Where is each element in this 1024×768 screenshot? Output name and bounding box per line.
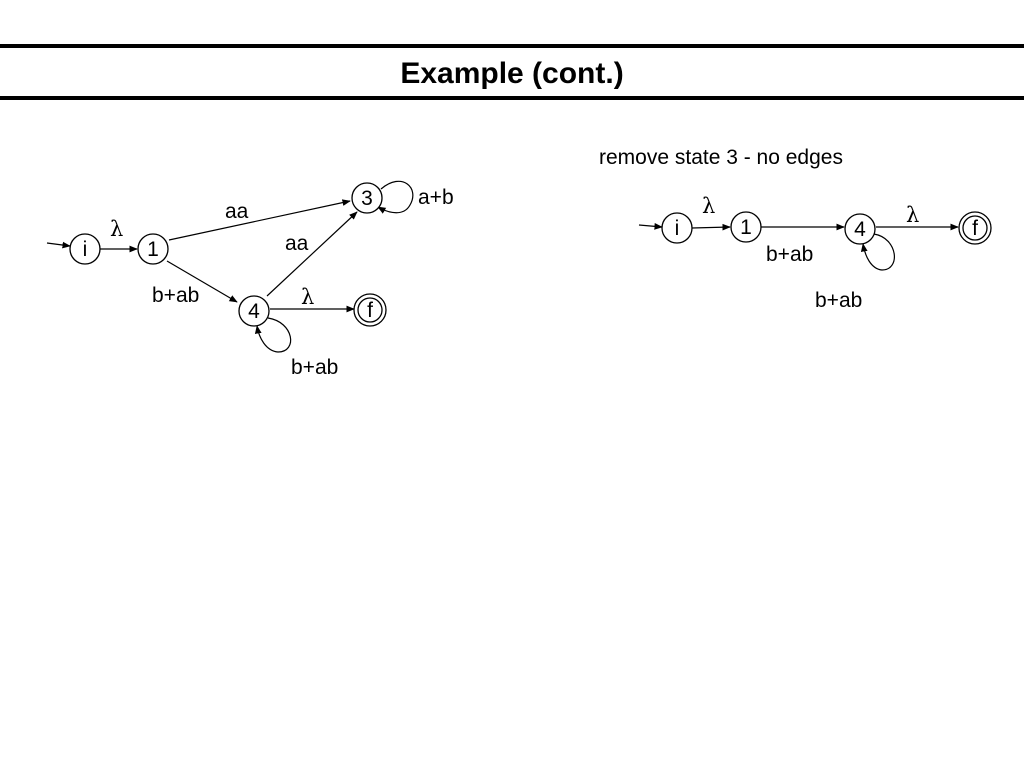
label-1-3: aa [225, 200, 249, 223]
state-4-label: 4 [248, 300, 260, 323]
label-i-1: λ [110, 217, 123, 241]
page-title: Example (cont.) [400, 57, 624, 90]
edge-1-3 [168, 199, 351, 241]
state-f-label: f [972, 217, 978, 240]
state-3 [351, 182, 383, 214]
edge-1-4 [166, 260, 238, 303]
state-i [661, 212, 693, 244]
state-i-label: i [83, 238, 88, 261]
note-text: remove state 3 - no edges [599, 146, 843, 169]
label-3-3: a+b [418, 186, 454, 209]
start-arrow [638, 222, 663, 230]
state-4-label: 4 [854, 218, 866, 241]
label-1-4: b+ab [152, 284, 199, 307]
diagram-left: i 1 3 4 f λ aa b+ab aa a+b b+ab λ [46, 180, 454, 379]
label-i-1: λ [702, 194, 715, 218]
top-rule [0, 44, 1024, 48]
state-f-label: f [367, 299, 373, 322]
loop-4 [254, 317, 292, 353]
state-3-label: 3 [361, 187, 373, 210]
state-1-label: 1 [147, 238, 159, 261]
label-4-f: λ [301, 285, 314, 309]
state-f-inner [962, 215, 988, 241]
state-4 [238, 295, 270, 327]
label-4-4: b+ab [291, 356, 338, 379]
edge-4-3 [266, 211, 358, 297]
state-i [69, 233, 101, 265]
label-4-3: aa [285, 232, 309, 255]
bottom-rule [0, 96, 1024, 100]
state-f-inner [357, 297, 383, 323]
start-arrow [46, 241, 71, 249]
state-4 [844, 213, 876, 245]
state-1-label: 1 [740, 216, 752, 239]
label-4-4: b+ab [815, 289, 862, 312]
loop-3 [377, 180, 414, 214]
state-1 [137, 233, 169, 265]
label-1-4: b+ab [766, 243, 813, 266]
edge-i-1 [691, 223, 731, 231]
label-4-f: λ [906, 203, 919, 227]
state-1 [730, 211, 762, 243]
state-i-label: i [675, 217, 680, 240]
loop-4 [860, 233, 895, 271]
diagram-right: i 1 4 f λ b+ab b+ab λ [638, 194, 992, 312]
